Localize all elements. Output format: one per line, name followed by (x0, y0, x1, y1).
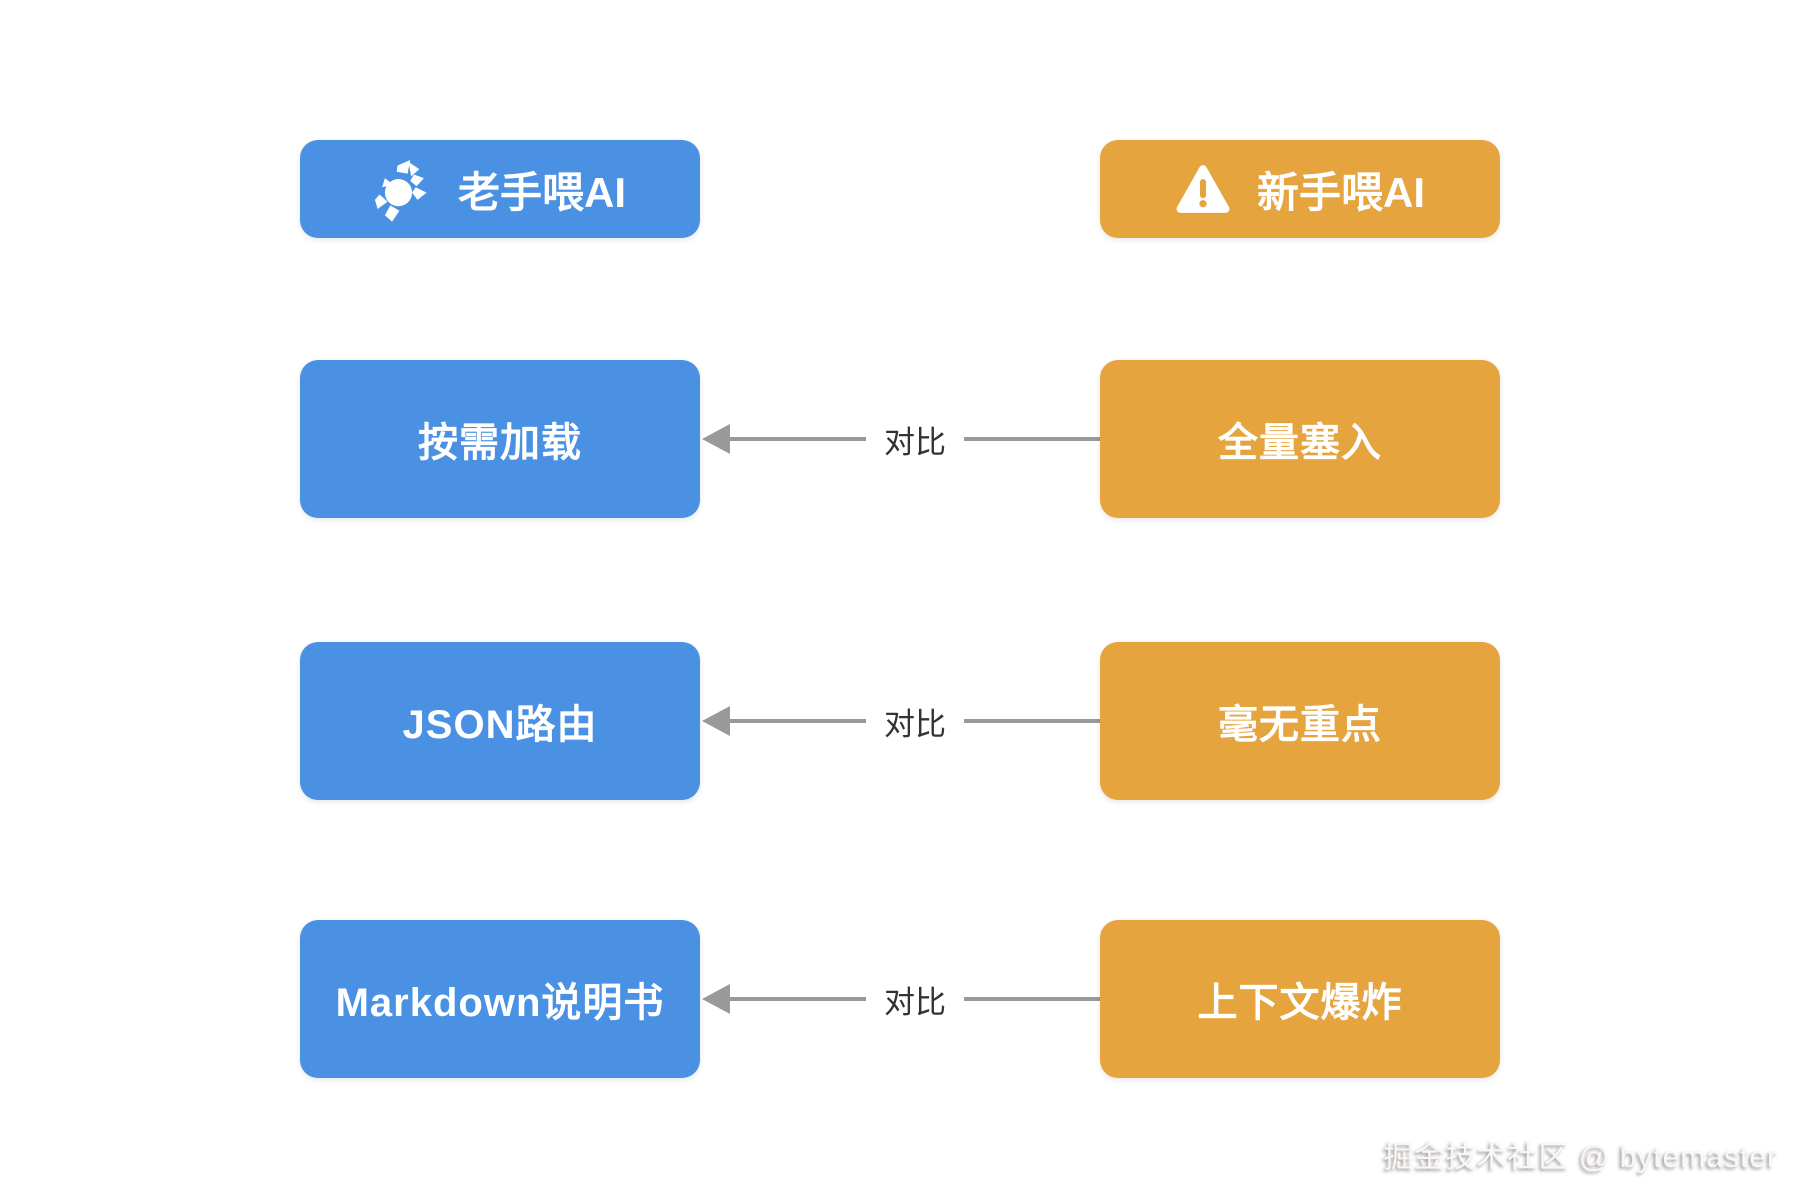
node-label: 全量塞入 (1218, 421, 1382, 465)
newbie-header-label: 新手喂AI (1256, 168, 1425, 216)
compare-connector: 对比 (702, 698, 1100, 744)
node-label: Markdown说明书 (335, 981, 665, 1025)
veteran-header-label: 老手喂AI (457, 168, 626, 216)
newbie-node-context-explosion: 上下文爆炸 (1100, 920, 1500, 1078)
arrow-left-icon (702, 706, 730, 736)
node-label: 毫无重点 (1218, 703, 1382, 747)
connector-label: 对比 (866, 976, 964, 1022)
connector-line (964, 997, 1100, 1001)
node-label: JSON路由 (402, 703, 598, 747)
connector-label: 对比 (866, 698, 964, 744)
warning-triangle-icon (1175, 163, 1231, 215)
arrow-left-icon (702, 984, 730, 1014)
doodle-pet-icon (374, 156, 432, 222)
connector-line (730, 997, 866, 1001)
community-watermark: 掘金技术社区 @ bytemaster (1383, 1141, 1778, 1174)
veteran-node-load-on-demand: 按需加载 (300, 360, 700, 518)
veteran-header-node: 老手喂AI (300, 140, 700, 238)
newbie-node-stuff-everything: 全量塞入 (1100, 360, 1500, 518)
compare-connector: 对比 (702, 416, 1100, 462)
node-label: 按需加载 (418, 421, 582, 465)
connector-line (730, 719, 866, 723)
arrow-left-icon (702, 424, 730, 454)
connector-line (964, 719, 1100, 723)
connector-label: 对比 (866, 416, 964, 462)
compare-connector: 对比 (702, 976, 1100, 1022)
connector-line (964, 437, 1100, 441)
veteran-node-json-routing: JSON路由 (300, 642, 700, 800)
node-label: 上下文爆炸 (1197, 981, 1403, 1025)
newbie-header-node: 新手喂AI (1100, 140, 1500, 238)
newbie-node-no-focus: 毫无重点 (1100, 642, 1500, 800)
connector-line (730, 437, 866, 441)
veteran-node-markdown-manual: Markdown说明书 (300, 920, 700, 1078)
